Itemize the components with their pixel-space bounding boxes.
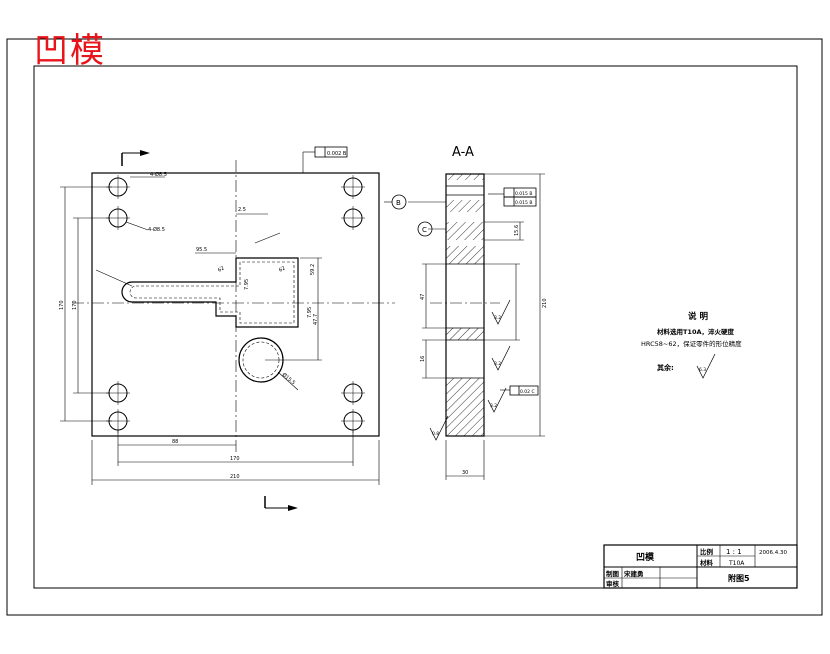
roughness-2: 3.2 bbox=[494, 361, 501, 367]
checked-label: 审核 bbox=[606, 579, 620, 588]
diameter-label: Ø15.5 bbox=[281, 371, 297, 386]
material-label: 材料 bbox=[699, 558, 714, 567]
datum-b-callout bbox=[391, 194, 407, 210]
title-part-name: 凹模 bbox=[636, 551, 655, 563]
gdt-frame-1: 0.015 B bbox=[515, 191, 532, 197]
slot-dim-1: 62 bbox=[217, 265, 226, 273]
thickness-label: 30 bbox=[462, 470, 468, 476]
hatch-1 bbox=[446, 174, 484, 180]
notes-line-2: HRC58~62，保证零件的形位精度 bbox=[641, 339, 742, 348]
roughness-icon bbox=[696, 353, 716, 379]
depth-label: 15.6 bbox=[514, 225, 520, 236]
gdt-frames bbox=[503, 187, 539, 396]
title-date: 2006.4.30 bbox=[759, 550, 787, 556]
material-value: T10A bbox=[728, 560, 745, 567]
stamp-title: 凹模 bbox=[34, 31, 106, 71]
datum-c-label: C bbox=[422, 226, 427, 234]
flatness-frame-text: 0.002 B bbox=[327, 151, 347, 157]
notes-line-1: 材料选用T10A，淬火硬度 bbox=[656, 327, 735, 336]
hatch-3 bbox=[446, 222, 484, 240]
hole-note-top: 4-Ø8.5 bbox=[150, 171, 167, 178]
remaining-value: 6.3 bbox=[699, 367, 706, 373]
roughness-4: 0.8 bbox=[432, 431, 439, 437]
height-label: 210 bbox=[542, 298, 548, 308]
bottom-dim-3: 210 bbox=[230, 474, 240, 480]
slot-width-label: 2.5 bbox=[238, 207, 246, 213]
datum-c-callout bbox=[417, 221, 433, 237]
roughness-icon bbox=[429, 299, 511, 441]
hole-note-second: 4-Ø8.5 bbox=[148, 226, 165, 233]
slot-dim-5: 7.95 bbox=[307, 307, 313, 318]
hatch-5 bbox=[446, 328, 484, 340]
roughness-3: 3.2 bbox=[490, 403, 497, 409]
outer-border bbox=[6, 38, 823, 616]
die-plate-outline bbox=[91, 172, 380, 437]
die-cavity-outline bbox=[121, 257, 299, 328]
bottom-dim-1: 88 bbox=[172, 439, 178, 445]
inner-label-2: 16 bbox=[420, 356, 426, 362]
scale-label: 比例 bbox=[700, 547, 714, 556]
hatch-6 bbox=[446, 378, 484, 436]
section-view: A-A bbox=[384, 145, 548, 480]
section-label: A-A bbox=[452, 145, 474, 160]
section-arrow-icon bbox=[288, 505, 298, 511]
hatch-2 bbox=[446, 200, 484, 212]
scale-value: 1 : 1 bbox=[726, 548, 742, 556]
drawn-by-name: 宋建勇 bbox=[624, 569, 644, 578]
drawing-number: 附图5 bbox=[728, 573, 750, 583]
flatness-frame: 0.002 B bbox=[302, 146, 348, 173]
technical-notes: 说 明 材料选用T10A，淬火硬度 HRC58~62，保证零件的形位精度 其余:… bbox=[641, 311, 742, 379]
datum-b-label: B bbox=[396, 199, 401, 207]
hole-group bbox=[106, 175, 365, 433]
slot-dim-6: 47.7 bbox=[313, 314, 319, 325]
notes-heading: 说 明 bbox=[688, 311, 708, 322]
slot-dim-4: 7.95 bbox=[244, 279, 250, 290]
remaining-label: 其余: bbox=[657, 363, 674, 372]
side-dim-left-outer: 170 bbox=[59, 300, 65, 310]
gdt-frame-2: 0.015 B bbox=[515, 200, 532, 206]
gdt-frame-3: 0.02 C bbox=[520, 389, 535, 395]
hatch-4 bbox=[446, 246, 484, 264]
slot-dim-0: 95.5 bbox=[196, 247, 207, 253]
bottom-dim-2: 170 bbox=[230, 456, 240, 462]
section-arrow-icon bbox=[140, 150, 150, 156]
inner-border bbox=[33, 65, 798, 589]
slot-dim-2: 62 bbox=[278, 265, 287, 273]
drawn-by-label: 制图 bbox=[606, 569, 620, 578]
roughness-1: 3.2 bbox=[494, 315, 501, 321]
inner-label-1: 47 bbox=[420, 294, 426, 300]
side-dim-left-inner: 170 bbox=[72, 300, 78, 310]
slot-dim-3: 59.2 bbox=[310, 264, 316, 275]
title-block bbox=[603, 544, 798, 589]
front-view: 0.002 B 4-Ø8.5 4-Ø8.5 2.5 95.5 62 62 59.… bbox=[59, 146, 395, 511]
